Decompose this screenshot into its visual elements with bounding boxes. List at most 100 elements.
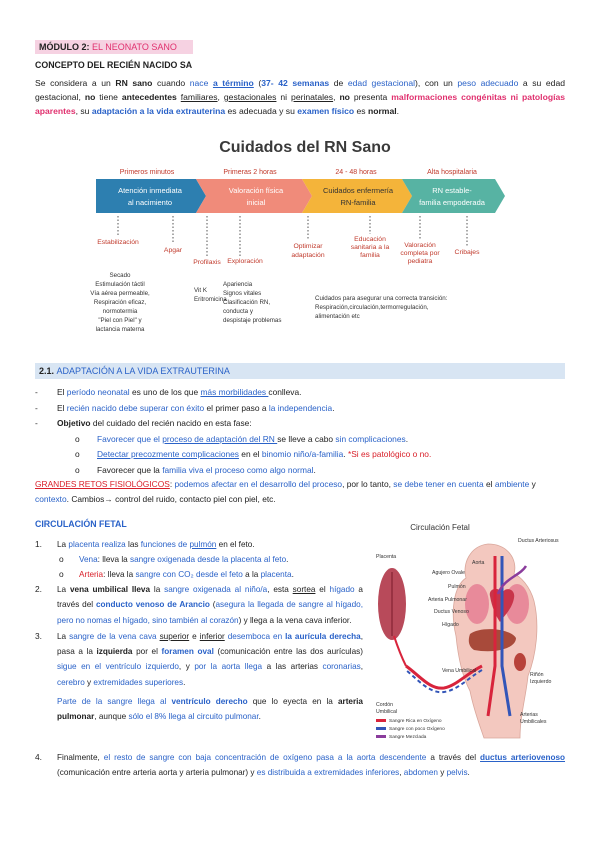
- intro-text: normal: [367, 106, 397, 116]
- milestone-label: Profilaxis: [193, 259, 221, 266]
- text: : lleva la: [103, 570, 136, 579]
- fetal-circulation-diagram: Circulación Fetal Ductus Arteriosus Aort…: [376, 523, 559, 740]
- phase-label: 24 - 48 horas: [335, 169, 377, 176]
- intro-text: ), con un: [415, 78, 458, 88]
- text: asegura la llegada de sangre al hígado, …: [57, 600, 363, 625]
- intro-text: no: [339, 92, 350, 102]
- list-number: 2.: [35, 584, 42, 594]
- phase-arrow: [302, 179, 412, 213]
- bullet-list: - El período neonatal es uno de los que …: [35, 385, 565, 478]
- text: (comunicación entre las dos aurículas): [213, 647, 363, 657]
- text: conducto venoso de Arancio: [96, 600, 210, 610]
- milestone-label: Valoración: [404, 242, 436, 249]
- intro-text: RN sano: [115, 78, 153, 88]
- text: coronarias: [322, 662, 361, 672]
- milestone-stems: [117, 216, 468, 257]
- phase-label: Primeras 2 horas: [223, 169, 277, 176]
- svg-text:Secado: Secado: [110, 272, 132, 279]
- diagram-legend: Sangre Rica en Oxígeno Sangre con poco O…: [376, 718, 445, 740]
- legend-swatch: [376, 727, 386, 730]
- text: contexto: [35, 494, 67, 504]
- label-rinon-2: Izquierdo: [530, 679, 551, 685]
- text: , esta: [267, 585, 293, 594]
- module-title: EL NEONATO SANO: [92, 42, 177, 52]
- text: recién nacido debe superar con éxito: [66, 402, 205, 413]
- intro-text: malformaciones congénitas ni patologías …: [35, 92, 566, 116]
- text: vena umbilical lleva: [69, 585, 151, 594]
- text: binomio niño/a-familia: [261, 449, 344, 459]
- text: sin complicaciones: [335, 433, 406, 444]
- text: El: [57, 387, 67, 397]
- phase-box-text: Atención inmediata: [118, 186, 183, 195]
- phase-box-text: al nacimiento: [128, 198, 172, 207]
- challenges-paragraph: GRANDES RETOS FISIOLÓGICOS: podemos afec…: [35, 477, 565, 507]
- text: sigue en el ventrículo izquierdo: [57, 662, 179, 672]
- svg-text:Apariencia: Apariencia: [223, 281, 253, 288]
- svg-text:Eritromicina: Eritromicina: [194, 296, 227, 303]
- list-item: 2. La vena umbilical lleva la sangre oxi…: [35, 582, 363, 628]
- label-arterias-umb-2: Umbilicales: [520, 719, 547, 725]
- label-ductus-venoso: Ductus Venoso: [434, 609, 469, 615]
- svg-text:Signos vitales: Signos vitales: [223, 290, 261, 297]
- list-item: 3. La sangre de la vena cava superior e …: [35, 629, 363, 690]
- text: .: [467, 768, 470, 778]
- intro-text: es adecuada y su: [225, 106, 298, 116]
- text: placenta: [260, 570, 292, 579]
- text: pelvis: [446, 768, 468, 778]
- list-dash: -: [35, 418, 38, 428]
- text: Vena: [79, 555, 98, 564]
- text: .: [286, 555, 289, 564]
- label-higado: Hígado: [442, 622, 459, 628]
- text: . Cambios→ control del ruido, contacto p…: [66, 494, 276, 504]
- svg-text:Cuidados para asegurar una cor: Cuidados para asegurar una correcta tran…: [315, 295, 448, 302]
- text: Finalmente,: [57, 753, 104, 762]
- text: a través del: [426, 753, 481, 762]
- stabilization-detail: Secado Estimulación táctil Vía aérea per…: [90, 272, 150, 333]
- text: La: [57, 585, 70, 594]
- text: podemos afectar en el desarrollo del pro…: [174, 479, 343, 489]
- module-header: MÓDULO 2: EL NEONATO SANO: [35, 40, 193, 54]
- umbilical-vein: [405, 664, 483, 690]
- text: extremidades superiores: [93, 677, 184, 687]
- list-item: - El período neonatal es uno de los que …: [35, 385, 565, 401]
- legend-label: Sangre Rica en Oxígeno: [389, 718, 442, 724]
- aorta-vessel: [486, 556, 497, 717]
- milestone-label: Exploración: [227, 258, 263, 265]
- phase-arrow: [96, 179, 206, 213]
- label-agujero: Agujero Ovale: [432, 570, 465, 576]
- phase-box-text: Valoración física: [229, 186, 284, 195]
- svg-text:Respiración,circulación,termor: Respiración,circulación,termorregulación…: [315, 304, 429, 311]
- list-number: 1.: [35, 539, 42, 549]
- milestone-label: sanitaria a la: [351, 244, 390, 251]
- phase-arrow: [196, 179, 312, 213]
- text: Arteria: [79, 570, 104, 579]
- milestone-label: completa por: [400, 250, 440, 257]
- phase-arrow: [402, 179, 505, 213]
- milestone-label: pediatra: [408, 258, 433, 265]
- text: el: [483, 479, 495, 489]
- kidney: [514, 653, 526, 671]
- lung-left: [465, 584, 489, 624]
- text: ventrículo derecho: [171, 697, 248, 707]
- text: se lleve a cabo: [277, 433, 336, 444]
- text: (: [209, 600, 216, 610]
- section-header: 2.1. ADAPTACIÓN A LA VIDA EXTRAUTERINA: [35, 363, 565, 379]
- label-aorta: Aorta: [472, 560, 485, 566]
- text: ,: [360, 662, 364, 672]
- list-bullet: o: [59, 569, 64, 579]
- text: es uno de los que: [129, 387, 201, 397]
- label-vena-umb: Vena Umbilical: [442, 668, 476, 674]
- list-item: - Objetivo del cuidado del recién nacido…: [35, 416, 565, 432]
- vena-cava-vessel: [500, 556, 512, 717]
- svg-text:lactancia materna: lactancia materna: [96, 326, 145, 333]
- text: que lo eyecta en la: [247, 697, 338, 707]
- intro-text: a término: [212, 78, 254, 88]
- exploration-detail: Apariencia Signos vitales Clasificación …: [223, 281, 281, 324]
- text: funciones de: [140, 540, 190, 549]
- text: cerebro: [57, 677, 85, 687]
- text: el: [315, 585, 330, 594]
- text: :: [169, 479, 175, 489]
- list-number: 4.: [35, 752, 42, 762]
- milestone-label: Optimizar: [293, 243, 323, 250]
- svg-text:Vit K: Vit K: [194, 287, 208, 294]
